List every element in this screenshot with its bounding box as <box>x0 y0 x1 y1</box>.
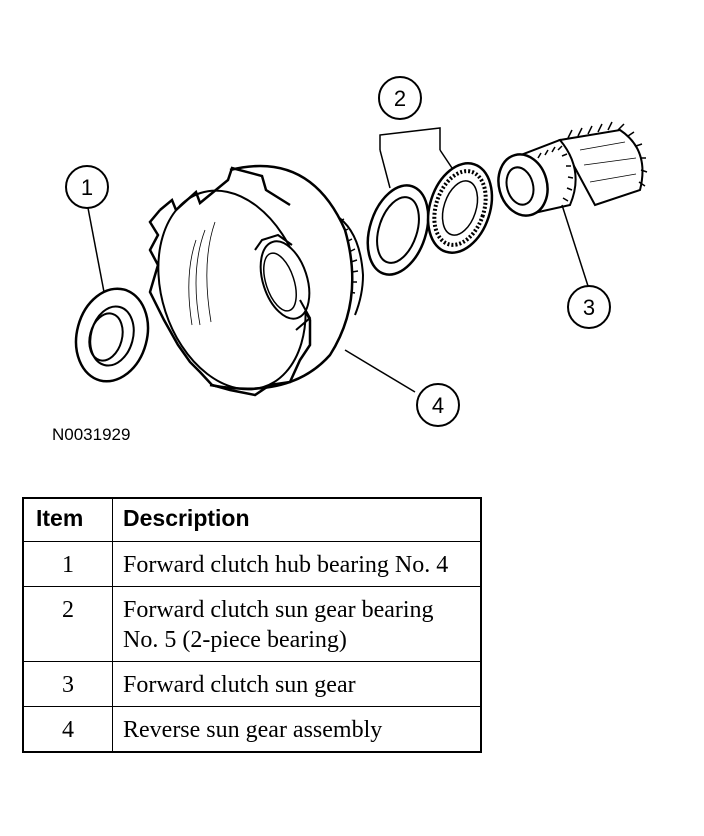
callout-3: 3 <box>567 285 611 329</box>
item-description: Forward clutch hub bearing No. 4 <box>112 541 482 587</box>
svg-text:1: 1 <box>81 175 93 200</box>
item-number: 4 <box>22 706 113 753</box>
part-2-sun-gear-bearing <box>366 162 494 276</box>
exploded-view-illustration: 1 2 3 4 N0031929 <box>52 76 648 444</box>
table-row: 1 Forward clutch hub bearing No. 4 <box>22 541 482 587</box>
callout-2: 2 <box>378 76 422 120</box>
table-row: 2 Forward clutch sun gear bearing No. 5 … <box>22 586 482 662</box>
legend-header-row: Item Description <box>22 497 482 542</box>
item-number: 2 <box>22 586 113 662</box>
description-column-header: Description <box>112 497 482 542</box>
table-row: 4 Reverse sun gear assembly <box>22 706 482 753</box>
item-description: Forward clutch sun gear <box>112 661 482 707</box>
item-number: 3 <box>22 661 113 707</box>
figure-id: N0031929 <box>52 425 130 444</box>
legend-table: Item Description 1 Forward clutch hub be… <box>22 497 482 753</box>
table-row: 3 Forward clutch sun gear <box>22 661 482 707</box>
item-column-header: Item <box>22 497 113 542</box>
svg-text:3: 3 <box>583 295 595 320</box>
item-number: 1 <box>22 541 113 587</box>
callout-4: 4 <box>416 383 460 427</box>
part-1-hub-bearing <box>74 287 150 383</box>
part-3-forward-clutch-sun-gear <box>497 121 648 217</box>
callout-1: 1 <box>65 165 109 209</box>
svg-text:4: 4 <box>432 393 444 418</box>
item-description: Reverse sun gear assembly <box>112 706 482 753</box>
item-description: Forward clutch sun gear bearing No. 5 (2… <box>112 586 482 662</box>
part-4-reverse-sun-gear-assembly <box>148 164 365 397</box>
svg-text:2: 2 <box>394 86 406 111</box>
